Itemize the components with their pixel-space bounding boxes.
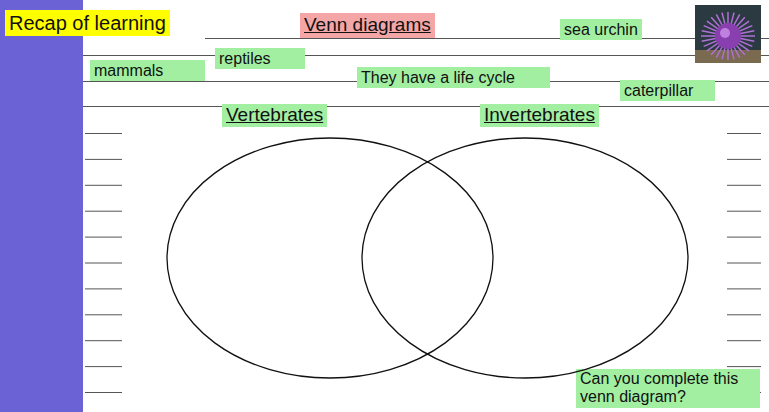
sort-card: They have a life cycle <box>357 67 550 88</box>
circle-outline <box>360 136 690 380</box>
side-bar <box>0 0 83 412</box>
circle-heading: Vertebrates <box>222 104 327 127</box>
margin-ticks <box>85 134 761 393</box>
section-heading: Recap of learning <box>5 10 170 36</box>
sort-card: sea urchin <box>560 19 642 40</box>
title: Venn diagrams <box>300 13 435 38</box>
venn-circle: Invertebrates <box>360 104 690 380</box>
sort-card: reptiles <box>215 48 305 69</box>
sort-card: mammals <box>90 60 205 81</box>
sea-urchin-photo <box>695 5 761 63</box>
instruction-note: Can you complete this venn diagram? <box>576 369 760 408</box>
circle-heading: Invertebrates <box>480 104 599 127</box>
sort-card: caterpillar <box>620 80 715 101</box>
venn-circle: Vertebrates <box>165 104 495 380</box>
ruled-lines <box>83 39 769 107</box>
circle-outline <box>165 136 495 380</box>
